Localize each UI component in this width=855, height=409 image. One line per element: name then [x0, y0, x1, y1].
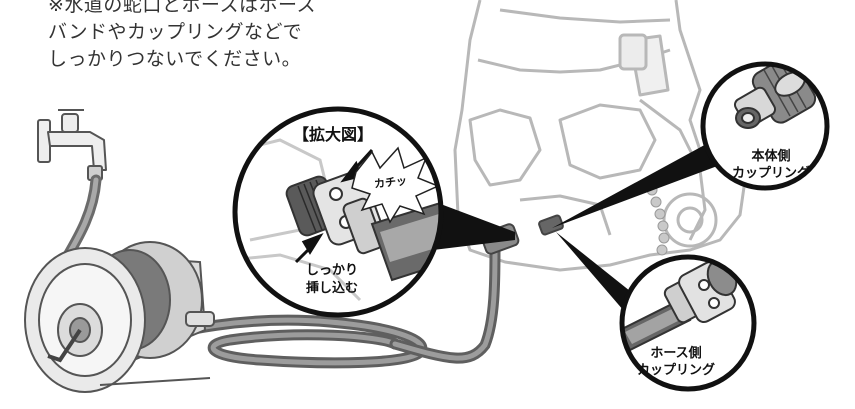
- hose-coupling-line-2: カップリング: [637, 363, 716, 378]
- snap-sound-label: カチッ: [373, 174, 408, 191]
- caution-note-line-1: ※水道の蛇口とホースはホース: [48, 0, 317, 16]
- body-coupling-callout: [700, 61, 830, 191]
- hose-coupling-line-1: ホース側: [650, 346, 702, 361]
- push-arrows: [294, 148, 374, 264]
- hose-coupling-callout: [619, 254, 757, 392]
- faucet: [37, 109, 107, 181]
- callout-wedges: [430, 142, 720, 318]
- caution-note: ※水道の蛇口とホースはホース バンドやカップリングなどで しっかりつないでくださ…: [48, 0, 348, 73]
- snap-burst-icon: [351, 146, 440, 224]
- hose-coupling-label: ホース側 カップリング: [637, 345, 715, 379]
- zoom-callout: [232, 106, 444, 318]
- push-in-line-2: 挿し込む: [306, 281, 359, 296]
- body-coupling-line-1: 本体側: [751, 149, 791, 164]
- coiled-hose: [134, 242, 501, 369]
- body-coupling-label: 本体側 カップリング: [732, 148, 810, 182]
- hose-reel: [24, 241, 215, 393]
- zoom-title: 【拡大図】: [293, 125, 374, 144]
- caution-note-line-2: バンドやカップリングなどで: [48, 21, 303, 43]
- body-coupling-line-2: カップリング: [732, 166, 811, 181]
- push-in-line-1: しっかり: [306, 263, 359, 278]
- push-in-label: しっかり 挿し込む: [306, 262, 358, 298]
- cord-reel-chain: [646, 184, 670, 256]
- pressure-washer-body: [453, 0, 747, 272]
- caution-note-line-3: しっかりつないでください。: [48, 48, 302, 70]
